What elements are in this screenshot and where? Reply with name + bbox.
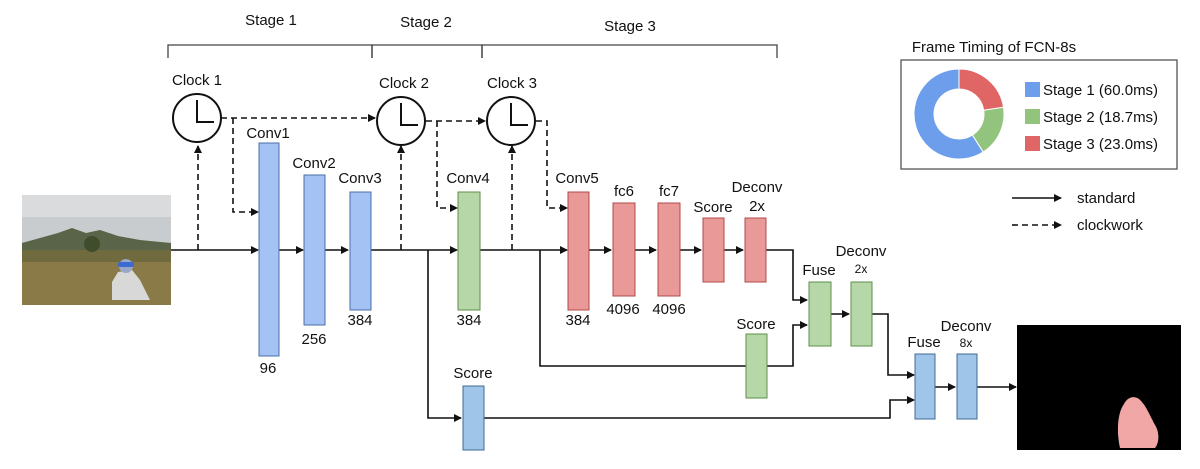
frame-timing-title: Frame Timing of FCN-8s	[912, 39, 1076, 56]
stage-1-label: Stage 1	[245, 12, 297, 29]
deconv-mid-block	[850, 281, 873, 347]
stage-1-timing-label: Stage 1 (60.0ms)	[1043, 82, 1158, 99]
layer-conv4: Conv4 384	[446, 170, 489, 329]
donut-slice-stage-1	[913, 68, 984, 160]
conv1-label: Conv1	[246, 125, 289, 142]
deconv-top-block	[744, 217, 767, 283]
layer-conv3: Conv3 384	[338, 170, 381, 329]
stage-2-bracket	[371, 44, 483, 58]
fc7-size: 4096	[652, 301, 685, 318]
clock-3: Clock 3	[486, 75, 537, 146]
layer-conv2: Conv2 256	[292, 155, 335, 348]
clock-1-label: Clock 1	[172, 72, 222, 89]
standard-connections	[171, 246, 1017, 422]
clockwork-legend-label: clockwork	[1077, 217, 1143, 234]
conv4-size: 384	[456, 312, 481, 329]
layer-conv5: Conv5 384	[555, 170, 598, 329]
layer-conv1: Conv1 96	[246, 125, 289, 377]
timing-legend-item-1: Stage 1 (60.0ms)	[1025, 82, 1158, 99]
layer-deconv-top: Deconv 2x	[732, 179, 783, 283]
clock-2-label: Clock 2	[379, 75, 429, 92]
conv4-block	[457, 191, 481, 311]
layer-score-top: Score	[693, 199, 733, 283]
deconv-final-factor: 8x	[960, 336, 973, 350]
layer-deconv-mid: Deconv 2x	[836, 243, 887, 347]
standard-legend-label: standard	[1077, 190, 1135, 207]
deconv-top-factor: 2x	[749, 198, 765, 215]
score-top-block	[702, 217, 725, 283]
score-mid-block	[745, 333, 768, 399]
layer-fuse-final: Fuse	[907, 334, 941, 420]
conv3-size: 384	[347, 312, 372, 329]
stage-2-timing-label: Stage 2 (18.7ms)	[1043, 109, 1158, 126]
clockwork-connections	[194, 114, 568, 250]
stage-3-timing-label: Stage 3 (23.0ms)	[1043, 136, 1158, 153]
fuse-final-block	[914, 353, 936, 420]
conv3-label: Conv3	[338, 170, 381, 187]
fuse-mid-label: Fuse	[802, 262, 835, 279]
deconv-mid-label: Deconv	[836, 243, 887, 260]
layer-score-mid: Score	[736, 316, 776, 399]
conv1-block	[258, 142, 280, 357]
fc7-label: fc7	[659, 183, 679, 200]
deconv-final-block	[956, 353, 978, 420]
layer-fc7: fc7 4096	[652, 183, 685, 318]
fc6-block	[612, 202, 636, 297]
output-mask	[1017, 325, 1181, 450]
score-low-label: Score	[453, 365, 492, 382]
layer-fuse-mid: Fuse	[802, 262, 836, 347]
score-mid-label: Score	[736, 316, 775, 333]
deconv-top-label: Deconv	[732, 179, 783, 196]
fc7-block	[657, 202, 681, 297]
stage-3-bracket	[481, 44, 778, 58]
conv5-label: Conv5	[555, 170, 598, 187]
fc6-label: fc6	[614, 183, 634, 200]
stage-3-label: Stage 3	[604, 18, 656, 35]
frame-timing-donut	[913, 68, 1005, 160]
conv2-label: Conv2	[292, 155, 335, 172]
timing-legend-item-2: Stage 2 (18.7ms)	[1025, 109, 1158, 126]
score-low-block	[462, 385, 485, 451]
conv1-size: 96	[260, 360, 277, 377]
deconv-final-label: Deconv	[941, 318, 992, 335]
layer-deconv-final: Deconv 8x	[941, 318, 992, 420]
conv2-size: 256	[301, 331, 326, 348]
stage-2-label: Stage 2	[400, 14, 452, 31]
conv4-label: Conv4	[446, 170, 489, 187]
conv5-size: 384	[565, 312, 590, 329]
clock-3-label: Clock 3	[487, 75, 537, 92]
layer-fc6: fc6 4096	[606, 183, 639, 318]
layer-score-low: Score	[453, 365, 493, 451]
stage-1-bracket	[167, 44, 373, 58]
input-image	[22, 195, 171, 305]
fuse-mid-block	[808, 281, 832, 347]
clock-2: Clock 2	[376, 75, 429, 146]
conv5-block	[567, 191, 590, 311]
fuse-final-label: Fuse	[907, 334, 940, 351]
timing-legend-item-3: Stage 3 (23.0ms)	[1025, 136, 1158, 153]
stage-brackets: Stage 1 Stage 2 Stage 3	[167, 12, 778, 58]
frame-timing-panel: Frame Timing of FCN-8s Stage 1 (60.0ms) …	[900, 39, 1178, 170]
stage-1-swatch	[1025, 82, 1040, 97]
score-top-label: Score	[693, 199, 732, 216]
conv2-block	[303, 174, 326, 326]
fc6-size: 4096	[606, 301, 639, 318]
conv3-block	[349, 191, 372, 311]
stage-2-swatch	[1025, 109, 1040, 124]
stage-3-swatch	[1025, 136, 1040, 151]
arrow-legend: standard clockwork	[1012, 190, 1143, 234]
clock-1: Clock 1	[172, 72, 222, 143]
deconv-mid-factor: 2x	[855, 262, 868, 276]
